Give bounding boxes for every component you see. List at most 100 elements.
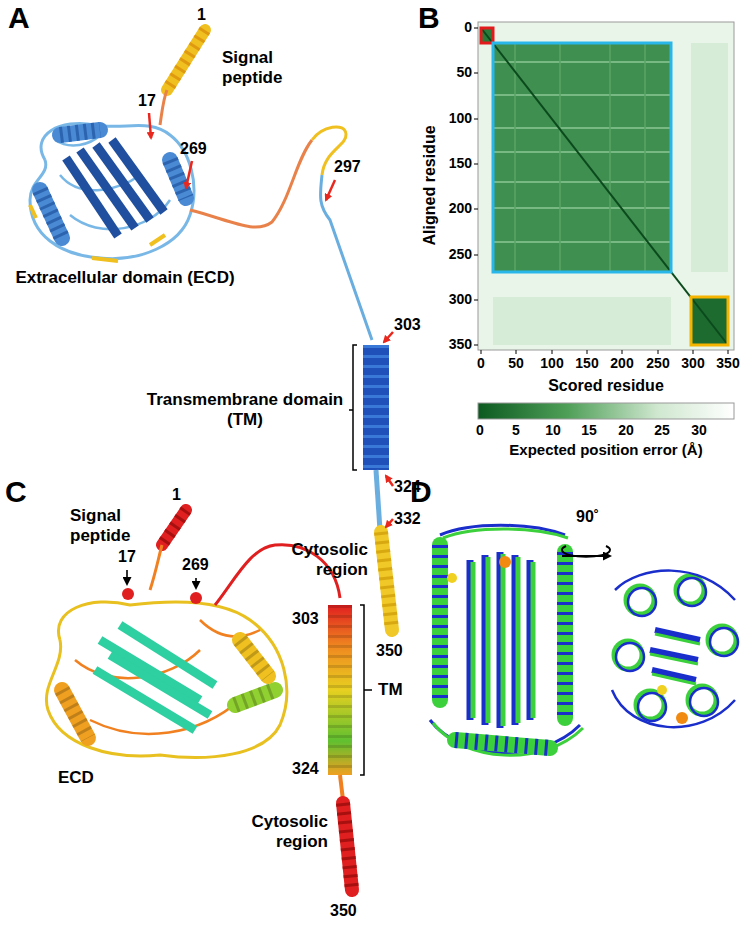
structure-shape: [55, 135, 170, 229]
tick-label: 150: [569, 355, 605, 372]
structure-shape: [455, 740, 550, 748]
region-label: Signal peptide: [70, 506, 150, 546]
panel-letter: B: [418, 0, 440, 35]
structure-shape: [691, 297, 728, 345]
structure-shape: [612, 571, 735, 728]
structure-shape: [481, 350, 482, 354]
structure-shape: [170, 160, 186, 198]
structure-shape: [149, 113, 151, 138]
structure-shape: [559, 43, 561, 272]
structure-shape: [474, 300, 478, 301]
pointer-arrows: [149, 113, 393, 527]
structure-shape: [433, 529, 583, 755]
structure-shape: [240, 640, 268, 676]
tick-label: 50: [438, 64, 472, 81]
structure-shape: [486, 557, 491, 723]
structure-shape: [328, 605, 352, 775]
axis-title: Scored residue: [526, 377, 686, 396]
structure-shape: [40, 130, 186, 238]
region-label: ECD: [58, 768, 94, 788]
callout-number: 1: [197, 6, 206, 25]
structure-shape: [186, 161, 192, 188]
structure-shape: [516, 350, 517, 354]
panel-letter: D: [410, 474, 432, 509]
structure-shape: [62, 640, 275, 738]
structure-shape: [482, 555, 489, 725]
region-label: TM: [378, 680, 403, 700]
tick-label: 350: [710, 355, 746, 372]
structure-shape: [386, 476, 393, 486]
structure-shape: [235, 690, 275, 705]
structure-shape: [515, 43, 645, 272]
region-label: Extracellular domain (ECD): [15, 268, 235, 288]
structure-shape: [162, 510, 186, 545]
structure-shape: [471, 562, 476, 718]
callout-number: 17: [138, 92, 156, 111]
tick-label: 100: [438, 110, 472, 127]
structure-shape: [474, 255, 478, 256]
structure-shape: [455, 740, 550, 748]
structure-shape: [478, 22, 734, 350]
callout-number: 324: [292, 760, 319, 779]
structure-shape: [587, 350, 588, 354]
structure-shape: [678, 578, 706, 606]
tick-label: 30: [681, 422, 717, 439]
structure-shape: [430, 525, 580, 752]
structure-shape: [693, 350, 694, 354]
structure-shape: [66, 140, 164, 236]
callout-number: 303: [394, 316, 421, 335]
structure-shape: [474, 28, 478, 29]
structure-shape: [657, 685, 667, 695]
structure-shape: [126, 570, 128, 584]
structure-shape: [658, 350, 659, 354]
structure-shape: [474, 28, 728, 354]
structure-shape: [628, 588, 656, 616]
region-label: 90˚: [576, 508, 599, 527]
structure-shape: [30, 205, 165, 261]
structure-shape: [612, 571, 738, 728]
callout-number: 269: [180, 140, 207, 159]
structure-shape: [481, 28, 493, 43]
structure-shape: [62, 690, 88, 738]
tick-label: 20: [608, 422, 644, 439]
tick-label: 300: [675, 355, 711, 372]
region-label: Signal peptide: [222, 48, 302, 88]
structure-shape: [514, 43, 516, 272]
structure-shape: [432, 545, 448, 700]
structure-shape: [501, 554, 506, 726]
pae-heatmap: [474, 22, 734, 419]
tick-label: 0: [462, 422, 498, 439]
structure-shape: [557, 552, 573, 718]
structure-shape: [167, 30, 205, 90]
structure-shape: [384, 332, 393, 342]
tick-label: 200: [438, 200, 472, 217]
panel-letter: C: [5, 474, 27, 509]
structure-shape: [728, 350, 729, 354]
structure-shape: [473, 554, 533, 726]
panel-a-ribbon: [30, 30, 392, 630]
structure-shape: [75, 620, 260, 734]
structure-shape: [440, 545, 565, 748]
tick-label: 150: [438, 155, 472, 172]
structure-shape: [60, 130, 100, 135]
tick-label: 350: [438, 336, 472, 353]
tick-label: 250: [438, 246, 472, 263]
tick-label: 200: [604, 355, 640, 372]
structure-shape: [474, 209, 478, 210]
callout-number: 332: [394, 510, 421, 529]
tick-label: 250: [640, 355, 676, 372]
structure-shape: [40, 190, 62, 238]
structure-shape: [162, 510, 186, 545]
tick-label: 300: [438, 291, 472, 308]
structure-shape: [195, 578, 197, 588]
structure-shape: [474, 345, 478, 346]
structure-shape: [46, 602, 286, 758]
structure-shape: [190, 140, 312, 227]
tick-label: 25: [644, 422, 680, 439]
structure-shape: [122, 588, 134, 600]
structure-shape: [170, 160, 186, 198]
callout-number: 269: [182, 556, 209, 575]
tick-label: 15: [571, 422, 607, 439]
